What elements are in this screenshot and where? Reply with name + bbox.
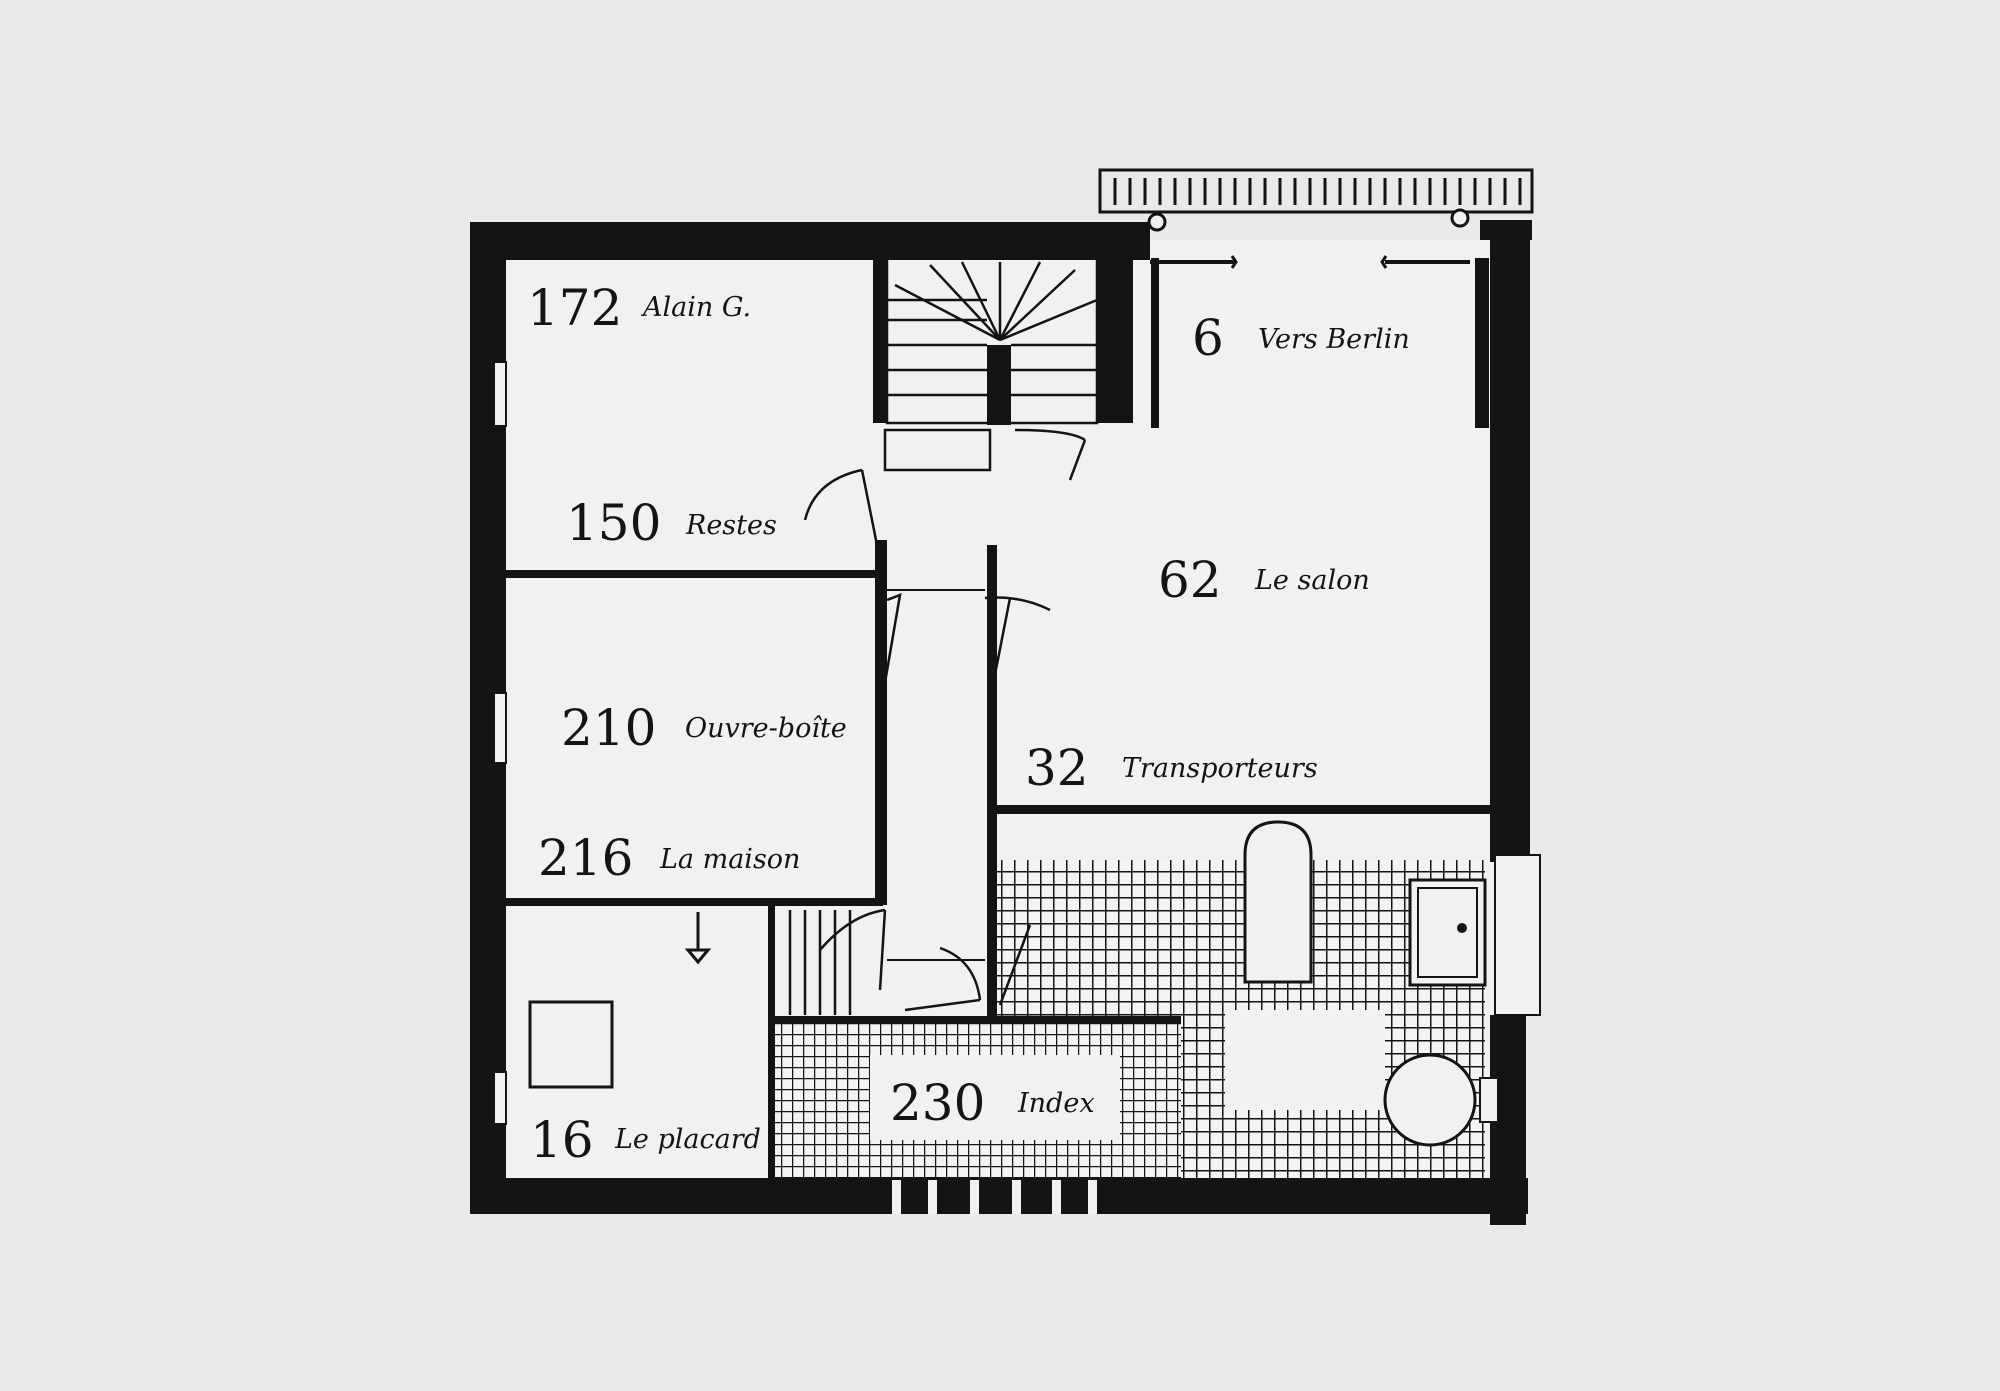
room-name-alain: Alain G. bbox=[640, 292, 751, 323]
room-name-maison: La maison bbox=[659, 844, 800, 875]
toilet bbox=[1383, 1053, 1477, 1147]
door-swings bbox=[803, 428, 1087, 1012]
closet-fixtures bbox=[528, 912, 712, 1089]
room-name-placard: Le placard bbox=[614, 1124, 761, 1155]
room-number-placard: 16 bbox=[530, 1111, 594, 1169]
room-number-alain: 172 bbox=[527, 279, 622, 337]
interior-walls bbox=[503, 258, 1492, 1185]
bathroom-clear-mid bbox=[1225, 1010, 1385, 1110]
index-label-panel bbox=[870, 1055, 1120, 1140]
bathroom-fixtures bbox=[1243, 820, 1499, 1147]
outer-walls bbox=[470, 220, 1532, 1225]
room-number-restes: 150 bbox=[566, 494, 661, 552]
room-number-ouvre-boite: 210 bbox=[561, 699, 656, 757]
room-name-transporteurs: Transporteurs bbox=[1122, 753, 1318, 784]
balcony-railing bbox=[1098, 168, 1534, 269]
bottom-windows bbox=[892, 1180, 1097, 1214]
room-number-maison: 216 bbox=[538, 829, 633, 887]
room-number-index: 230 bbox=[890, 1074, 985, 1132]
room-name-ouvre-boite: Ouvre-boîte bbox=[685, 713, 847, 744]
hallway bbox=[887, 589, 985, 961]
room-name-salon: Le salon bbox=[1254, 565, 1370, 596]
room-name-index: Index bbox=[1017, 1088, 1095, 1119]
room-labels: 172 Alain G. 150 Restes 6 Vers Berlin 62… bbox=[527, 279, 1410, 1169]
room-name-restes: Restes bbox=[685, 510, 777, 541]
room-number-vers-berlin: 6 bbox=[1192, 309, 1224, 367]
sink bbox=[1408, 878, 1487, 987]
room-name-vers-berlin: Vers Berlin bbox=[1258, 324, 1410, 355]
arrow-down-icon bbox=[684, 912, 712, 965]
staircase bbox=[883, 256, 1099, 472]
room-number-transporteurs: 32 bbox=[1025, 739, 1089, 797]
bathroom-clear-top bbox=[1010, 815, 1160, 860]
room-number-salon: 62 bbox=[1158, 551, 1222, 609]
windows bbox=[493, 361, 1541, 1125]
lower-steps bbox=[771, 910, 852, 1015]
bathtub bbox=[1243, 820, 1313, 984]
